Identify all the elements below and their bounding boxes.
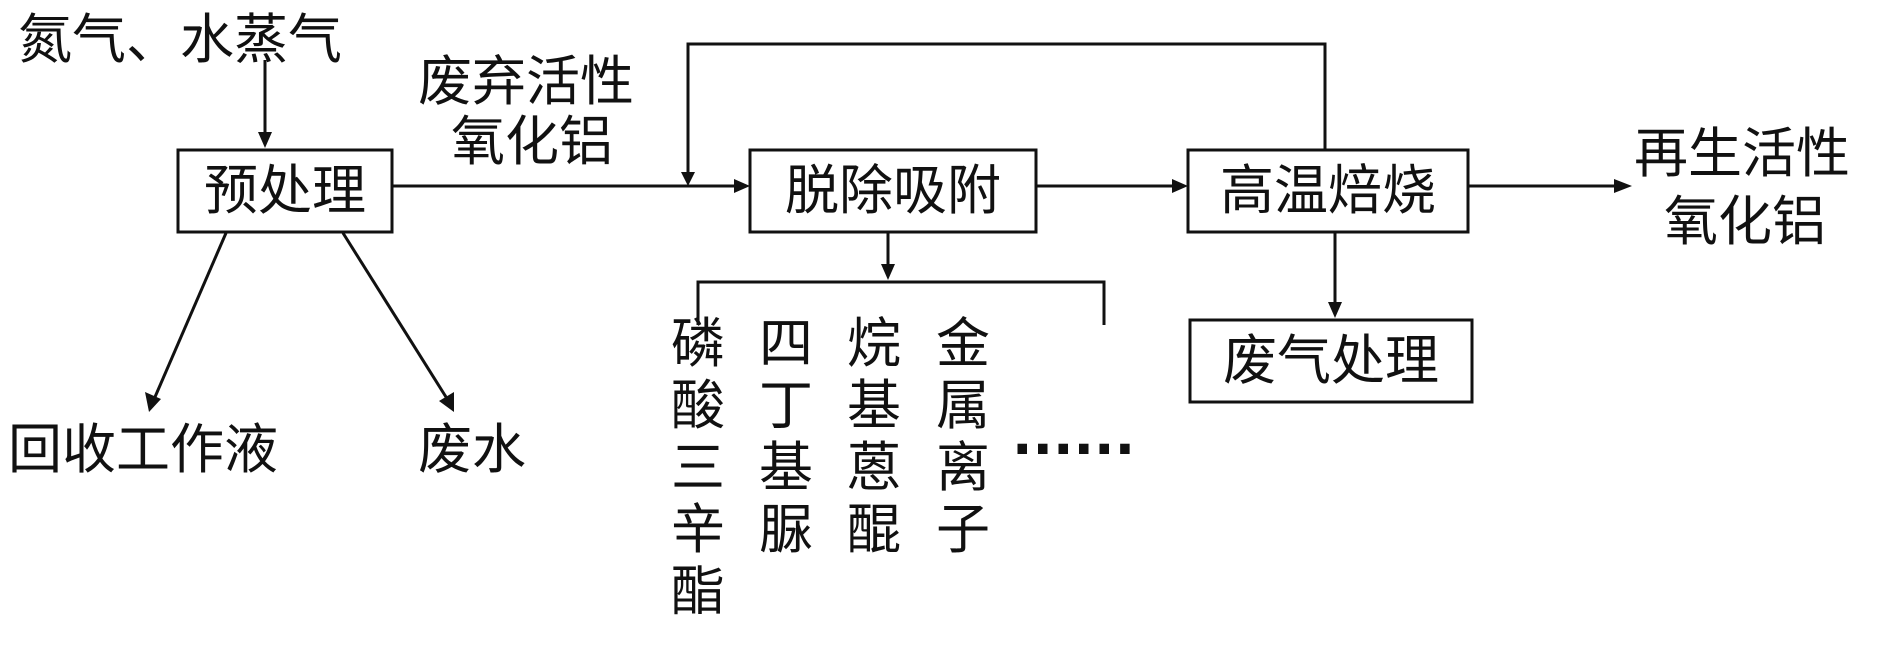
connector-lines (145, 42, 1632, 412)
arrowhead (1614, 179, 1632, 193)
gases-input-label: 氮气、水蒸气 (18, 8, 342, 71)
substance-label: 磷酸三辛酯 (671, 312, 725, 623)
waste-alumina-label-line1: 废弃活性 (418, 50, 634, 113)
pretreatment-label: 预处理 (204, 159, 366, 222)
arrowhead (681, 172, 695, 186)
exhaust-treatment-box: 废气处理 (1188, 318, 1474, 404)
arrowhead (145, 392, 161, 412)
substance-label: 金属离子 (936, 312, 990, 561)
arrowhead (1328, 302, 1342, 318)
arrowhead (439, 392, 454, 412)
arrowhead (258, 132, 272, 148)
more-substances-ellipsis: ······ (1012, 418, 1135, 481)
desorption-label: 脱除吸附 (785, 159, 1001, 222)
roasting-label: 高温焙烧 (1220, 159, 1436, 222)
waste-alumina-label-line2: 氧化铝 (451, 110, 613, 173)
exhaust-treatment-label: 废气处理 (1223, 329, 1439, 392)
arrow-pretreatment-to-waste-water (341, 232, 448, 398)
recycle-loop-line (686, 42, 1327, 176)
regenerated-alumina-label-line2: 氧化铝 (1664, 190, 1826, 253)
substance-label: 烷基蒽醌 (847, 312, 901, 561)
arrow-pretreatment-to-recovered-liquid (153, 232, 228, 398)
recovered-liquid-label: 回收工作液 (8, 418, 278, 481)
substances-bracket (696, 280, 1106, 325)
arrowhead (734, 179, 750, 193)
arrowhead (1172, 179, 1188, 193)
arrowhead (881, 264, 895, 280)
roasting-box: 高温焙烧 (1186, 148, 1470, 234)
regenerated-alumina-label-line1: 再生活性 (1634, 122, 1850, 185)
desorption-box: 脱除吸附 (748, 148, 1038, 234)
waste-water-label: 废水 (418, 418, 526, 481)
substance-label: 四丁基脲 (759, 312, 813, 561)
pretreatment-box: 预处理 (176, 148, 394, 234)
